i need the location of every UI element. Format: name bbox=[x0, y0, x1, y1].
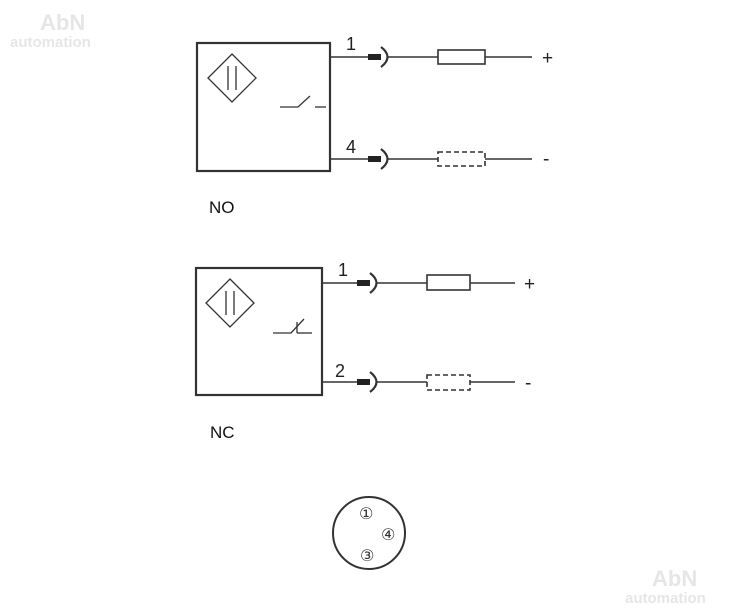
sensor-body-nc bbox=[194, 266, 324, 397]
caption-nc: NC bbox=[210, 423, 235, 442]
watermark-sub: automation bbox=[625, 590, 706, 607]
watermark-brand: AbN bbox=[40, 10, 85, 35]
resistor-load-nc-dashed bbox=[426, 374, 471, 391]
watermark-brand: AbN bbox=[652, 566, 697, 591]
nc-diagram: 1 + 2 - NC bbox=[194, 260, 535, 442]
connector-pin-1: ① bbox=[359, 504, 373, 523]
polarity-plus: + bbox=[542, 48, 553, 69]
watermark-bottom-right: AbN automation bbox=[625, 566, 706, 607]
connector-pin-4: ④ bbox=[381, 525, 395, 544]
pin-label-bottom: 4 bbox=[346, 137, 356, 157]
no-diagram: 1 + 4 - NO bbox=[195, 34, 553, 217]
connector-face-icon bbox=[332, 496, 406, 570]
no-switch-icon bbox=[280, 95, 326, 108]
connector-pinout: ① ④ ③ bbox=[332, 496, 406, 570]
polarity-plus: + bbox=[524, 274, 535, 295]
resistor-load-no-dashed bbox=[437, 151, 486, 167]
pin-label-bottom: 2 bbox=[335, 361, 345, 381]
pin-label-top: 1 bbox=[346, 34, 356, 54]
resistor-load-nc bbox=[426, 274, 471, 291]
polarity-minus: - bbox=[543, 149, 549, 170]
connector-plug-icon bbox=[357, 371, 378, 393]
connector-plug-icon bbox=[368, 148, 389, 170]
nc-switch-icon bbox=[273, 318, 312, 334]
sensor-symbol-icon bbox=[207, 53, 257, 103]
connector-plug-icon bbox=[368, 46, 389, 68]
resistor-load-no bbox=[437, 49, 486, 65]
connector-plug-icon bbox=[357, 272, 378, 294]
connector-pin-3: ③ bbox=[360, 546, 374, 565]
caption-no: NO bbox=[209, 198, 235, 217]
pin-label-top: 1 bbox=[338, 260, 348, 280]
sensor-symbol-icon bbox=[205, 278, 255, 328]
watermark-sub: automation bbox=[10, 34, 91, 51]
polarity-minus: - bbox=[525, 373, 531, 394]
sensor-body-no bbox=[195, 41, 332, 173]
watermark-top-left: AbN automation bbox=[10, 10, 91, 51]
